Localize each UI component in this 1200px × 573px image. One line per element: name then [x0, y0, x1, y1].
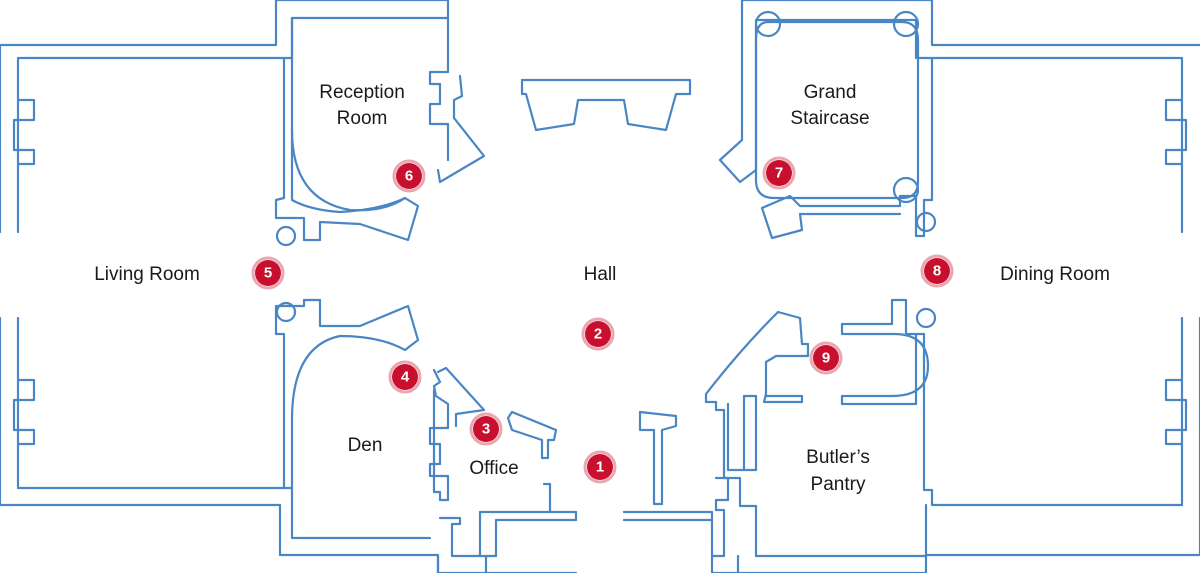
wall-butlers-pantry	[622, 310, 810, 558]
wall-butlers-pantry-2	[710, 394, 1200, 573]
marker-6[interactable]: 6	[392, 159, 426, 193]
marker-4[interactable]: 4	[388, 360, 422, 394]
marker-1-number: 1	[596, 459, 604, 476]
wall-dining-niche-top	[1164, 98, 1188, 166]
marker-8[interactable]: 8	[920, 254, 954, 288]
wall-living-room-top	[0, 0, 450, 234]
marker-1[interactable]: 1	[583, 450, 617, 484]
wall-reception-right	[428, 16, 486, 184]
marker-5-number: 5	[264, 265, 272, 282]
marker-2[interactable]: 2	[581, 317, 615, 351]
column-reception	[275, 225, 297, 247]
wall-den-right	[428, 366, 486, 502]
wall-living-room-niche-top	[12, 98, 36, 166]
column-pantry	[915, 307, 937, 329]
wall-living-room-niche-bottom	[12, 378, 36, 446]
label-office: Office	[469, 458, 518, 479]
newel-staircase-top-right	[892, 10, 920, 38]
wall-butlers-pantry-3	[754, 298, 1200, 558]
label-living-room: Living Room	[94, 264, 200, 285]
marker-3[interactable]: 3	[469, 412, 503, 446]
label-reception-room-line1: Reception	[319, 82, 405, 103]
label-den: Den	[348, 435, 383, 456]
label-hall: Hall	[584, 264, 617, 285]
newel-staircase-bottom-right	[892, 176, 920, 204]
wall-dining-niche-bottom	[1164, 378, 1188, 446]
wall-hall-feature	[520, 78, 692, 132]
marker-7[interactable]: 7	[762, 156, 796, 190]
label-butlers-pantry-line1: Butler’s	[806, 447, 870, 468]
wall-grand-staircase-bottom	[760, 56, 934, 240]
wall-office	[436, 410, 578, 573]
marker-8-number: 8	[933, 263, 941, 280]
marker-9-number: 9	[822, 350, 830, 367]
marker-3-number: 3	[482, 421, 490, 438]
column-staircase	[915, 211, 937, 233]
newel-staircase-top-left	[754, 10, 782, 38]
label-butlers-pantry-line2: Pantry	[811, 474, 866, 495]
label-grand-staircase-line1: Grand	[804, 82, 857, 103]
wall-den	[274, 298, 420, 490]
marker-7-number: 7	[775, 165, 783, 182]
label-reception-room-line2: Room	[337, 108, 388, 129]
marker-6-number: 6	[405, 168, 413, 185]
label-grand-staircase-line2: Staircase	[790, 108, 869, 129]
wall-reception-room	[274, 16, 420, 242]
wall-reception-arc	[290, 128, 407, 212]
label-dining-room: Dining Room	[1000, 264, 1110, 285]
marker-4-number: 4	[401, 369, 410, 386]
marker-5[interactable]: 5	[251, 256, 285, 290]
markers: 1 2 3 4 5 6 7 8	[251, 156, 954, 484]
marker-9[interactable]: 9	[809, 341, 843, 375]
room-labels: Living Room Reception Room Grand Stairca…	[94, 82, 1110, 495]
marker-2-number: 2	[594, 326, 602, 343]
